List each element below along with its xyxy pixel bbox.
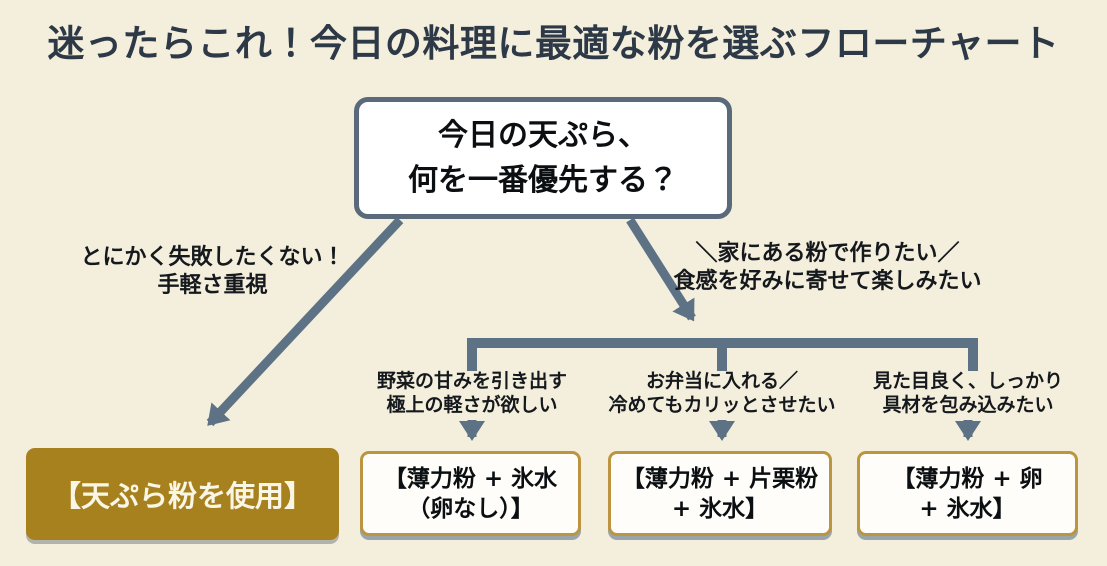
- option-label-1-line1: 野菜の甘みを引き出す: [376, 370, 567, 392]
- right-branch-label: ＼家にある粉で作りたい／ 食感を好みに寄せて楽しみたい: [650, 240, 1005, 296]
- result-1-line2: （卵なし）】: [407, 495, 534, 522]
- result-box-tempurako: 【天ぷら粉を使用】: [26, 448, 339, 540]
- result-1-line1: 【薄力粉 + 氷水: [383, 465, 558, 492]
- option-label-2-line1: お弁当に入れる／: [645, 370, 798, 392]
- option-label-bento: お弁当に入れる／ 冷めてもカリッとさせたい: [597, 369, 847, 417]
- split-connector: [467, 338, 978, 371]
- left-branch-label-line1: とにかく失敗したくない！: [80, 245, 345, 270]
- option-label-3-line2: 具材を包み込みたい: [882, 394, 1054, 416]
- question-line2: 何を一番優先する？: [408, 163, 678, 198]
- right-branch-label-line2: 食感を好みに寄せて楽しみたい: [673, 269, 982, 294]
- left-branch-label-line2: 手軽さ重視: [157, 273, 268, 298]
- option-label-3-line1: 見た目良く、しっかり: [872, 370, 1063, 392]
- left-branch-arrow: [206, 216, 404, 427]
- result-2-line2: + 氷水】: [671, 495, 769, 522]
- result-2-line1: 【薄力粉 + 片栗粉: [621, 465, 819, 492]
- result-box-hakurikiko-tamago: 【薄力粉 + 卵 + 氷水】: [857, 451, 1078, 536]
- result-box-hakurikiko-kouri: 【薄力粉 + 氷水 （卵なし）】: [360, 451, 581, 536]
- result-3-line1: 【薄力粉 + 卵: [892, 465, 1043, 492]
- question-line1: 今日の天ぷら、: [438, 118, 648, 153]
- right-branch-label-line1: ＼家にある粉で作りたい／: [695, 241, 960, 266]
- option-label-2-line2: 冷めてもカリッとさせたい: [608, 394, 836, 416]
- result-box-hakurikiko-katakuriko: 【薄力粉 + 片栗粉 + 氷水】: [608, 451, 832, 536]
- option-label-appearance: 見た目良く、しっかり 具材を包み込みたい: [843, 369, 1093, 417]
- option-label-1-line2: 極上の軽さが欲しい: [386, 394, 558, 416]
- flowchart-title: 迷ったらこれ！今日の料理に最適な粉を選ぶフローチャート: [47, 22, 1060, 65]
- result-3-line2: + 氷水】: [919, 495, 1016, 522]
- left-branch-label: とにかく失敗したくない！ 手軽さ重視: [55, 244, 370, 300]
- option-label-lightness: 野菜の甘みを引き出す 極上の軽さが欲しい: [347, 369, 597, 417]
- question-box: 今日の天ぷら、 何を一番優先する？: [354, 97, 732, 219]
- result-tempurako-label: 【天ぷら粉を使用】: [51, 479, 313, 513]
- right-branch-arrow: [626, 217, 696, 322]
